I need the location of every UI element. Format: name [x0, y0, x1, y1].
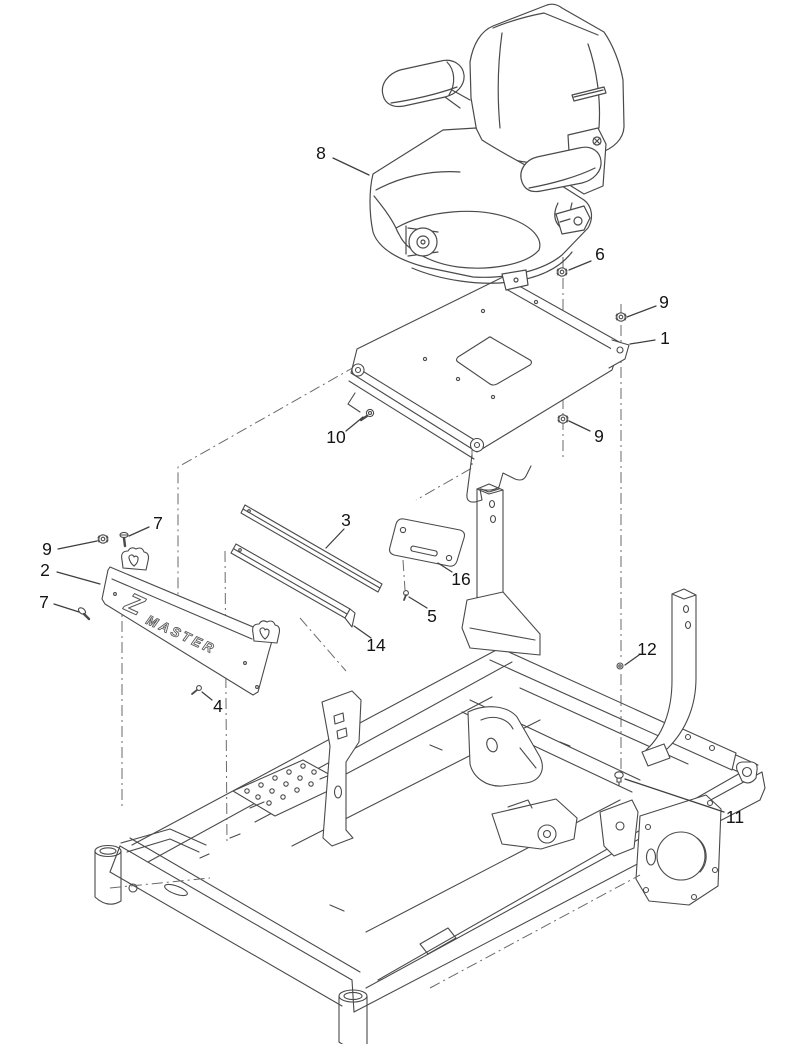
projection-centerlines: [109, 236, 641, 989]
callout-label-1: 1: [660, 328, 670, 348]
callout-label-7a: 7: [153, 513, 163, 533]
leader-6: [568, 260, 592, 271]
callout-labels: 8 6 9 1 9 10 7 9 2 7 3 16 5 14 4 12 11: [39, 143, 744, 827]
centerline-frame-a: [109, 877, 211, 889]
callout-label-4: 4: [213, 696, 223, 716]
callout-label-7b: 7: [39, 592, 49, 612]
part-8-seat: [369, 3, 625, 291]
centerline-frame-b: [429, 874, 641, 989]
centerline-left-vertical-a: [224, 550, 228, 846]
callout-leaders: [53, 157, 725, 813]
callout-label-14: 14: [366, 635, 386, 655]
callout-label-9a: 9: [659, 292, 669, 312]
foot-plate: [232, 759, 346, 817]
centerline-cover-to-screw5: [402, 559, 406, 591]
foot-plate-holes: [244, 763, 317, 806]
callout-label-10: 10: [326, 427, 346, 447]
leader-5: [408, 596, 428, 609]
fastener-5-screw: [403, 590, 409, 601]
loose-parts: Z MASTER: [101, 504, 466, 696]
front-mount-bracket: [321, 690, 362, 847]
part-2-front-panel: Z MASTER: [101, 547, 281, 696]
front-caster-tube: [338, 989, 368, 1044]
leader-14: [353, 625, 372, 639]
seat-mount-tabs: [501, 205, 591, 291]
panel-ear-right: [252, 620, 281, 644]
leader-9c: [57, 540, 98, 550]
callout-label-12: 12: [637, 639, 656, 659]
callout-label-6: 6: [595, 244, 605, 264]
fastener-4-screw: [191, 685, 202, 695]
leader-3: [325, 528, 345, 549]
part-14-strap: [230, 543, 356, 628]
fastener-9b-nut: [557, 414, 569, 424]
callout-label-3: 3: [341, 510, 351, 530]
seat-post-right: [641, 588, 697, 767]
leader-1: [629, 339, 656, 345]
leader-11: [624, 778, 725, 813]
centerline-strap-projection: [299, 617, 347, 672]
part-3-strap: [240, 504, 383, 593]
fastener-9c-nut: [97, 534, 109, 544]
fastener-9a-nut: [615, 312, 627, 322]
leader-9b: [568, 420, 591, 432]
fastener-7b-screw: [77, 607, 91, 621]
leader-7b: [53, 603, 80, 613]
callout-label-5: 5: [427, 606, 437, 626]
leader-10: [345, 416, 364, 432]
fastener-7a-screw: [119, 531, 129, 548]
leader-2: [56, 571, 101, 585]
callout-label-11: 11: [726, 807, 744, 827]
seat-belt-bar: [571, 86, 607, 102]
callout-label-9b: 9: [594, 426, 604, 446]
part-1-seat-plate: [347, 276, 630, 503]
fastener-10-bolt: [359, 408, 375, 422]
frame-weldment: [94, 483, 766, 1044]
seat-armrest-left: [381, 59, 471, 109]
callout-label-2: 2: [40, 560, 50, 580]
leader-4: [201, 691, 213, 701]
callout-label-9c: 9: [42, 539, 52, 559]
leader-8: [332, 157, 370, 176]
leader-7a: [128, 526, 150, 537]
leader-9a: [626, 305, 657, 318]
part-16-cover-plate: [388, 518, 466, 567]
fasteners: [77, 267, 627, 787]
fastener-6-nut: [556, 267, 568, 277]
transmission-plate: [599, 794, 722, 906]
seat-adjuster-knob: [405, 225, 439, 257]
seat-post-left: [461, 483, 541, 656]
left-caster-tube: [94, 828, 207, 905]
seat-armrest-right: [520, 146, 602, 193]
center-pivot-bracket: [467, 706, 543, 787]
leader-12: [624, 654, 640, 666]
leader-16: [437, 562, 453, 573]
centerline-plate-to-panel: [177, 365, 357, 600]
fastener-11-bolt: [614, 771, 624, 787]
callout-label-8: 8: [316, 143, 326, 163]
fastener-12-washer: [616, 662, 624, 670]
panel-ear-left: [121, 547, 150, 571]
latch-bracket: [491, 798, 578, 850]
callout-label-16: 16: [451, 569, 470, 589]
